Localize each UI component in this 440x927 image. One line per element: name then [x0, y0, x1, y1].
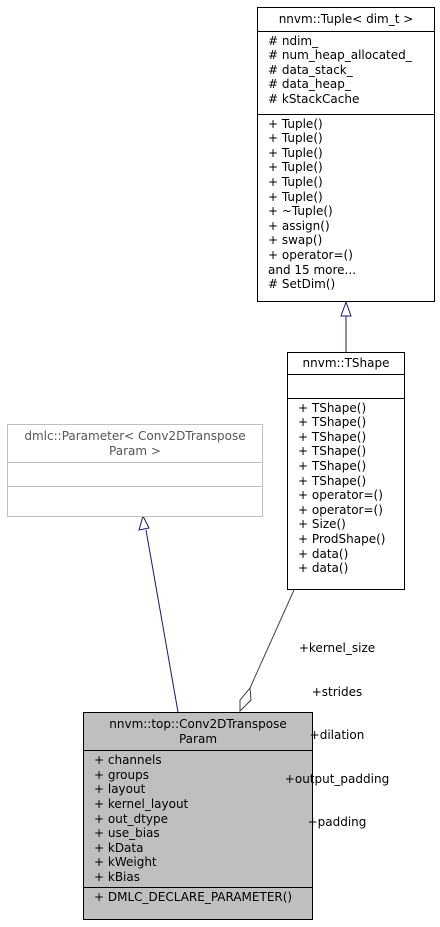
method-item: + Tuple() — [268, 160, 323, 175]
method-item: + Tuple() — [268, 189, 323, 204]
class-title-tuple: nnvm::Tuple< dim_t > — [278, 12, 414, 26]
attribute-item: # data_stack_ — [268, 62, 353, 77]
aggregation-diamond — [239, 686, 252, 713]
attributes-compartment-parameter — [8, 462, 262, 486]
methods-compartment-tshape: + TShape() + TShape() + TShape() + TShap… — [288, 397, 404, 578]
method-item: + ProdShape() — [298, 531, 386, 546]
method-item: + TShape() — [298, 473, 367, 488]
class-title-parameter: dmlc::Parameter< Conv2DTranspose Param > — [24, 429, 246, 458]
method-item: + Tuple() — [268, 131, 323, 146]
method-item: + ~Tuple() — [268, 204, 333, 219]
attribute-item: # kStackCache — [268, 91, 360, 106]
methods-compartment-conv: + DMLC_DECLARE_PARAMETER() — [84, 887, 312, 907]
method-item: + Tuple() — [268, 145, 323, 160]
methods-compartment-parameter — [8, 486, 262, 510]
member-label: +dilation — [309, 728, 365, 742]
method-item: + Size() — [298, 517, 346, 532]
attribute-item: # ndim_ — [268, 33, 319, 48]
attribute-item: + kWeight — [94, 855, 157, 870]
method-item: + TShape() — [298, 458, 367, 473]
class-box-conv2dtranspose-param[interactable]: nnvm::top::Conv2DTranspose Param + chann… — [83, 712, 313, 920]
inheritance-arrowhead-tuple — [340, 300, 352, 317]
attribute-item: + use_bias — [94, 826, 160, 841]
member-label: +padding — [307, 815, 367, 829]
attribute-item: + groups — [94, 767, 149, 782]
method-item: + data() — [298, 561, 349, 576]
attribute-item: + kernel_layout — [94, 796, 189, 811]
methods-compartment-tuple: + Tuple() + Tuple() + Tuple() + Tuple() … — [258, 113, 434, 294]
attribute-item: + layout — [94, 782, 146, 797]
attribute-item: + out_dtype — [94, 811, 168, 826]
class-box-tshape[interactable]: nnvm::TShape + TShape() + TShape() + TSh… — [287, 352, 405, 590]
aggregation-edge-label: +kernel_size +strides +dilation +output_… — [277, 612, 397, 844]
class-title-conv2dtranspose-param: nnvm::top::Conv2DTranspose Param — [109, 717, 287, 746]
member-label: +strides — [311, 684, 363, 699]
method-item: + operator=() — [298, 502, 383, 517]
class-title-tshape: nnvm::TShape — [302, 356, 390, 370]
attribute-item: + channels — [94, 753, 162, 768]
attribute-item: + kData — [94, 840, 144, 855]
attributes-compartment-tshape — [288, 373, 404, 398]
method-item: + assign() — [268, 218, 330, 233]
attributes-compartment-tuple: # ndim_ # num_heap_allocated_ # data_sta… — [258, 30, 434, 114]
attribute-item: # num_heap_allocated_ — [268, 48, 412, 63]
method-item: + TShape() — [298, 444, 367, 459]
method-item: # SetDim() — [268, 277, 336, 292]
class-box-parameter[interactable]: dmlc::Parameter< Conv2DTranspose Param > — [7, 424, 263, 517]
method-item: + operator=() — [298, 488, 383, 503]
attribute-item: + kBias — [94, 869, 140, 884]
method-item: + TShape() — [298, 415, 367, 430]
method-item: + TShape() — [298, 400, 367, 415]
method-item: + Tuple() — [268, 116, 323, 131]
method-item: + swap() — [268, 233, 323, 248]
class-box-tuple[interactable]: nnvm::Tuple< dim_t > # ndim_ # num_heap_… — [257, 7, 435, 302]
member-label: +kernel_size — [298, 641, 376, 655]
inheritance-edge-conv-parameter — [145, 529, 179, 713]
more-methods-text[interactable]: and 15 more... — [268, 262, 357, 277]
method-item: + data() — [298, 546, 349, 561]
method-item: + DMLC_DECLARE_PARAMETER() — [94, 890, 293, 905]
method-item: + TShape() — [298, 429, 367, 444]
method-item: + Tuple() — [268, 174, 323, 189]
inheritance-arrowhead-parameter — [138, 514, 150, 531]
member-label: +output_padding — [284, 771, 390, 786]
attributes-compartment-conv: + channels + groups + layout + kernel_la… — [84, 750, 312, 887]
method-item: + operator=() — [268, 247, 353, 262]
attribute-item: # data_heap_ — [268, 77, 351, 92]
